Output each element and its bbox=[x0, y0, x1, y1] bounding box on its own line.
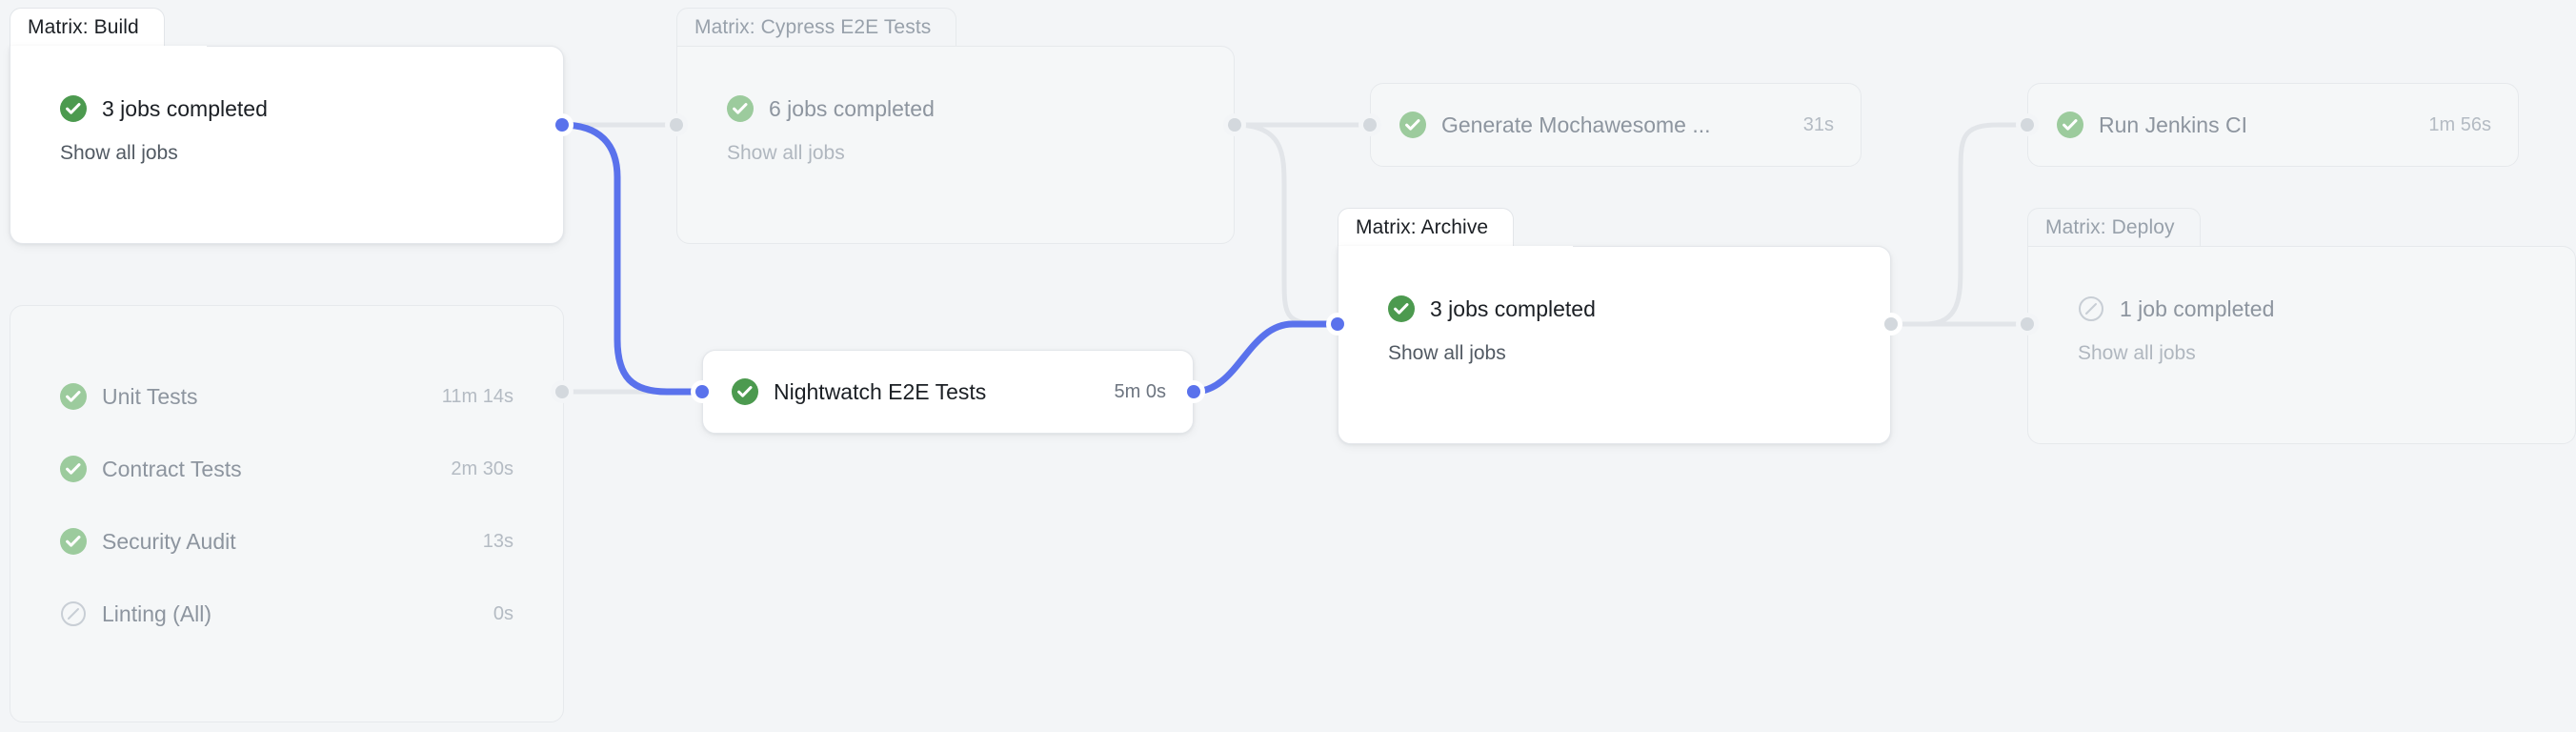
mochawesome-duration: 31s bbox=[1802, 113, 1834, 135]
check-circle-icon bbox=[727, 95, 754, 122]
matrix-build-tab[interactable]: Matrix: Build bbox=[10, 8, 165, 46]
port-matrix-archive-out[interactable] bbox=[1880, 313, 1902, 336]
matrix-archive-status-row: 3 jobs completed bbox=[1388, 293, 1864, 325]
job-name: Security Audit bbox=[102, 528, 236, 554]
nightwatch-label: Nightwatch E2E Tests bbox=[774, 378, 987, 404]
port-nightwatch-out[interactable] bbox=[1182, 380, 1205, 403]
port-run-jenkins-ci-in[interactable] bbox=[2016, 113, 2039, 136]
matrix-archive-status-label: 3 jobs completed bbox=[1430, 295, 1596, 321]
run-jenkins-ci-duration: 1m 56s bbox=[2428, 113, 2491, 135]
node-matrix-build[interactable]: Matrix: Build 3 jobs completed Show all … bbox=[10, 8, 564, 244]
matrix-archive-tab[interactable]: Matrix: Archive bbox=[1338, 208, 1515, 246]
skipped-circle-icon bbox=[60, 600, 87, 627]
nightwatch-row: Nightwatch E2E Tests 5m 0s bbox=[732, 376, 1166, 408]
node-build-jobs-list[interactable]: Unit Tests 11m 14s Contract Tests 2m 30s… bbox=[10, 305, 564, 722]
matrix-archive-card[interactable]: 3 jobs completed Show all jobs bbox=[1338, 246, 1891, 444]
job-name: Contract Tests bbox=[102, 456, 242, 481]
check-circle-icon bbox=[1388, 295, 1415, 322]
matrix-deploy-status-row: 1 job completed bbox=[2078, 293, 2554, 325]
port-build-jobs-out[interactable] bbox=[551, 380, 574, 403]
mochawesome-label: Generate Mochawesome ... bbox=[1441, 112, 1711, 137]
run-jenkins-ci-row: Run Jenkins CI 1m 56s bbox=[2057, 109, 2491, 141]
build-jobs-card[interactable]: Unit Tests 11m 14s Contract Tests 2m 30s… bbox=[10, 305, 564, 722]
matrix-build-card[interactable]: 3 jobs completed Show all jobs bbox=[10, 46, 564, 244]
job-name: Linting (All) bbox=[102, 600, 212, 626]
matrix-deploy-show-all-jobs-link[interactable]: Show all jobs bbox=[2078, 342, 2196, 364]
matrix-deploy-tab[interactable]: Matrix: Deploy bbox=[2027, 208, 2201, 246]
matrix-deploy-status-label: 1 job completed bbox=[2120, 295, 2275, 321]
matrix-build-show-all-jobs-link[interactable]: Show all jobs bbox=[60, 142, 178, 164]
port-matrix-cypress-out[interactable] bbox=[1223, 113, 1246, 136]
port-matrix-build-out[interactable] bbox=[551, 113, 574, 136]
edge-nightwatch-to-archive-highlighted bbox=[1190, 320, 1341, 396]
job-name: Unit Tests bbox=[102, 383, 198, 409]
nightwatch-card[interactable]: Nightwatch E2E Tests 5m 0s bbox=[702, 350, 1194, 434]
list-item[interactable]: Contract Tests 2m 30s bbox=[60, 453, 513, 485]
nightwatch-duration: 5m 0s bbox=[1114, 380, 1166, 402]
matrix-build-status-row: 3 jobs completed bbox=[60, 92, 536, 125]
matrix-cypress-tab[interactable]: Matrix: Cypress E2E Tests bbox=[676, 8, 957, 46]
matrix-cypress-status-label: 6 jobs completed bbox=[769, 95, 935, 121]
node-matrix-cypress[interactable]: Matrix: Cypress E2E Tests 6 jobs complet… bbox=[676, 8, 1235, 244]
node-run-jenkins-ci[interactable]: Run Jenkins CI 1m 56s bbox=[2027, 83, 2519, 167]
run-jenkins-ci-card[interactable]: Run Jenkins CI 1m 56s bbox=[2027, 83, 2519, 167]
matrix-cypress-card[interactable]: 6 jobs completed Show all jobs bbox=[676, 46, 1235, 244]
matrix-cypress-show-all-jobs-link[interactable]: Show all jobs bbox=[727, 142, 845, 164]
check-circle-icon bbox=[60, 528, 87, 555]
port-matrix-deploy-in[interactable] bbox=[2016, 313, 2039, 336]
mochawesome-row: Generate Mochawesome ... 31s bbox=[1399, 109, 1834, 141]
check-circle-icon bbox=[60, 95, 87, 122]
job-duration: 0s bbox=[493, 602, 513, 624]
run-jenkins-ci-label: Run Jenkins CI bbox=[2099, 112, 2247, 137]
skipped-circle-icon bbox=[2078, 295, 2104, 322]
job-duration: 11m 14s bbox=[441, 385, 513, 407]
matrix-deploy-card[interactable]: 1 job completed Show all jobs bbox=[2027, 246, 2576, 444]
node-nightwatch[interactable]: Nightwatch E2E Tests 5m 0s bbox=[702, 350, 1194, 434]
matrix-cypress-status-row: 6 jobs completed bbox=[727, 92, 1203, 125]
node-matrix-archive[interactable]: Matrix: Archive 3 jobs completed Show al… bbox=[1338, 208, 1891, 444]
check-circle-icon bbox=[1399, 112, 1426, 138]
port-mochawesome-in[interactable] bbox=[1358, 113, 1381, 136]
port-nightwatch-in[interactable] bbox=[691, 380, 714, 403]
check-circle-icon bbox=[60, 383, 87, 410]
list-item[interactable]: Security Audit 13s bbox=[60, 525, 513, 558]
check-circle-icon bbox=[2057, 112, 2083, 138]
job-duration: 13s bbox=[482, 530, 513, 552]
mochawesome-card[interactable]: Generate Mochawesome ... 31s bbox=[1370, 83, 1862, 167]
list-item[interactable]: Linting (All) 0s bbox=[60, 598, 513, 630]
edge-archive-to-jenkins bbox=[1891, 122, 2027, 327]
matrix-build-status-label: 3 jobs completed bbox=[102, 95, 268, 121]
edge-cypress-to-archive bbox=[1234, 122, 1338, 327]
node-matrix-deploy[interactable]: Matrix: Deploy 1 job completed Show all … bbox=[2027, 208, 2576, 444]
check-circle-icon bbox=[732, 378, 758, 405]
list-item[interactable]: Unit Tests 11m 14s bbox=[60, 380, 513, 413]
matrix-archive-show-all-jobs-link[interactable]: Show all jobs bbox=[1388, 342, 1506, 364]
job-duration: 2m 30s bbox=[451, 458, 513, 479]
check-circle-icon bbox=[60, 456, 87, 482]
port-matrix-archive-in[interactable] bbox=[1326, 313, 1349, 336]
node-mochawesome[interactable]: Generate Mochawesome ... 31s bbox=[1370, 83, 1862, 167]
port-matrix-cypress-in[interactable] bbox=[665, 113, 688, 136]
